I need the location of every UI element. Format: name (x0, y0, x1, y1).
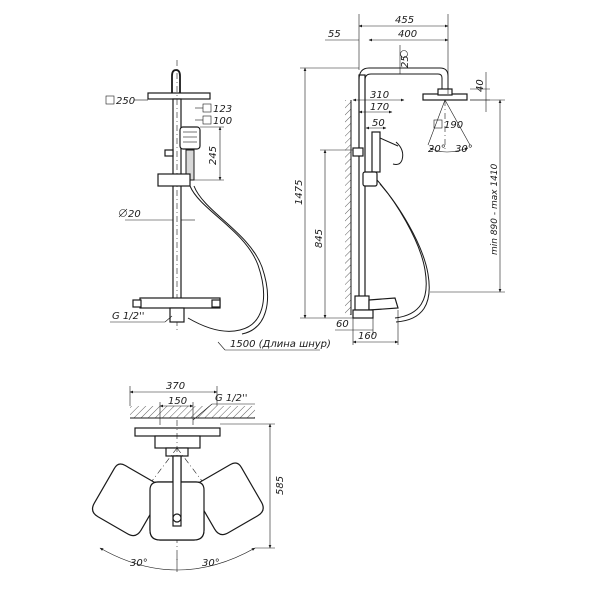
dim-offset: 55 (328, 29, 341, 40)
dim-pipe-diameter: 20 (128, 209, 141, 220)
dim-total-height: 1475 (294, 180, 305, 205)
dim-holder-offset: 170 (370, 102, 389, 113)
front-handset-head (179, 126, 201, 150)
dim-top-depth: 585 (275, 476, 286, 495)
dim-head-thickness: 40 (475, 79, 486, 92)
dim-handset-depth: 50 (372, 118, 385, 129)
front-mixer (139, 297, 221, 309)
front-hose-label: 1500 (Длина шнур) (230, 339, 331, 350)
top-angle-right: 30° (202, 558, 220, 569)
top-tray-left (91, 463, 164, 537)
dim-pipe-diameter-side: 25 (400, 55, 411, 68)
front-top-arm (171, 69, 181, 93)
dim-head-square: 190 (444, 120, 463, 131)
side-tilt-right: 30° (455, 144, 473, 155)
front-slider (157, 173, 191, 187)
top-swing-arc (99, 547, 256, 571)
front-view: 250 123 100 245 20 G 1/2'' 1500 (Длина ш… (105, 60, 331, 351)
side-wall-hatch (345, 100, 351, 315)
top-view: 370 150 G 1/2'' (91, 381, 286, 572)
front-hose (187, 185, 265, 332)
dim-arm-length: 400 (398, 29, 417, 40)
dim-holder-reach: 310 (370, 90, 389, 101)
dim-handset-height: 245 (208, 146, 219, 165)
dim-centers: 150 (168, 396, 187, 407)
dim-mixer-depth: 60 (336, 319, 349, 330)
side-view: 20° 30° 190 455 400 55 25 (294, 14, 505, 345)
dim-mixer-reach: 160 (358, 331, 377, 342)
side-riser (358, 74, 366, 301)
dim-height-range: min 890 - max 1410 (490, 163, 500, 255)
dim-handset-head: 100 (213, 116, 232, 127)
dim-head-size: 250 (116, 96, 135, 107)
side-hose (376, 179, 427, 319)
top-wall-hatch (130, 406, 255, 418)
front-head-plate (147, 92, 211, 100)
top-thread-label: G 1/2'' (215, 393, 248, 404)
side-tilt-left: 20° (428, 144, 446, 155)
dim-mixer-height: 845 (314, 229, 325, 248)
dim-total-width: 455 (395, 15, 414, 26)
top-mixer (134, 427, 221, 437)
dim-top-width: 370 (166, 381, 185, 392)
dim-handset-width: 123 (213, 104, 232, 115)
side-mixer (354, 295, 370, 311)
side-handset (371, 131, 381, 173)
front-thread-label: G 1/2'' (112, 311, 145, 322)
side-arm (358, 67, 449, 94)
top-angle-left: 30° (130, 558, 148, 569)
